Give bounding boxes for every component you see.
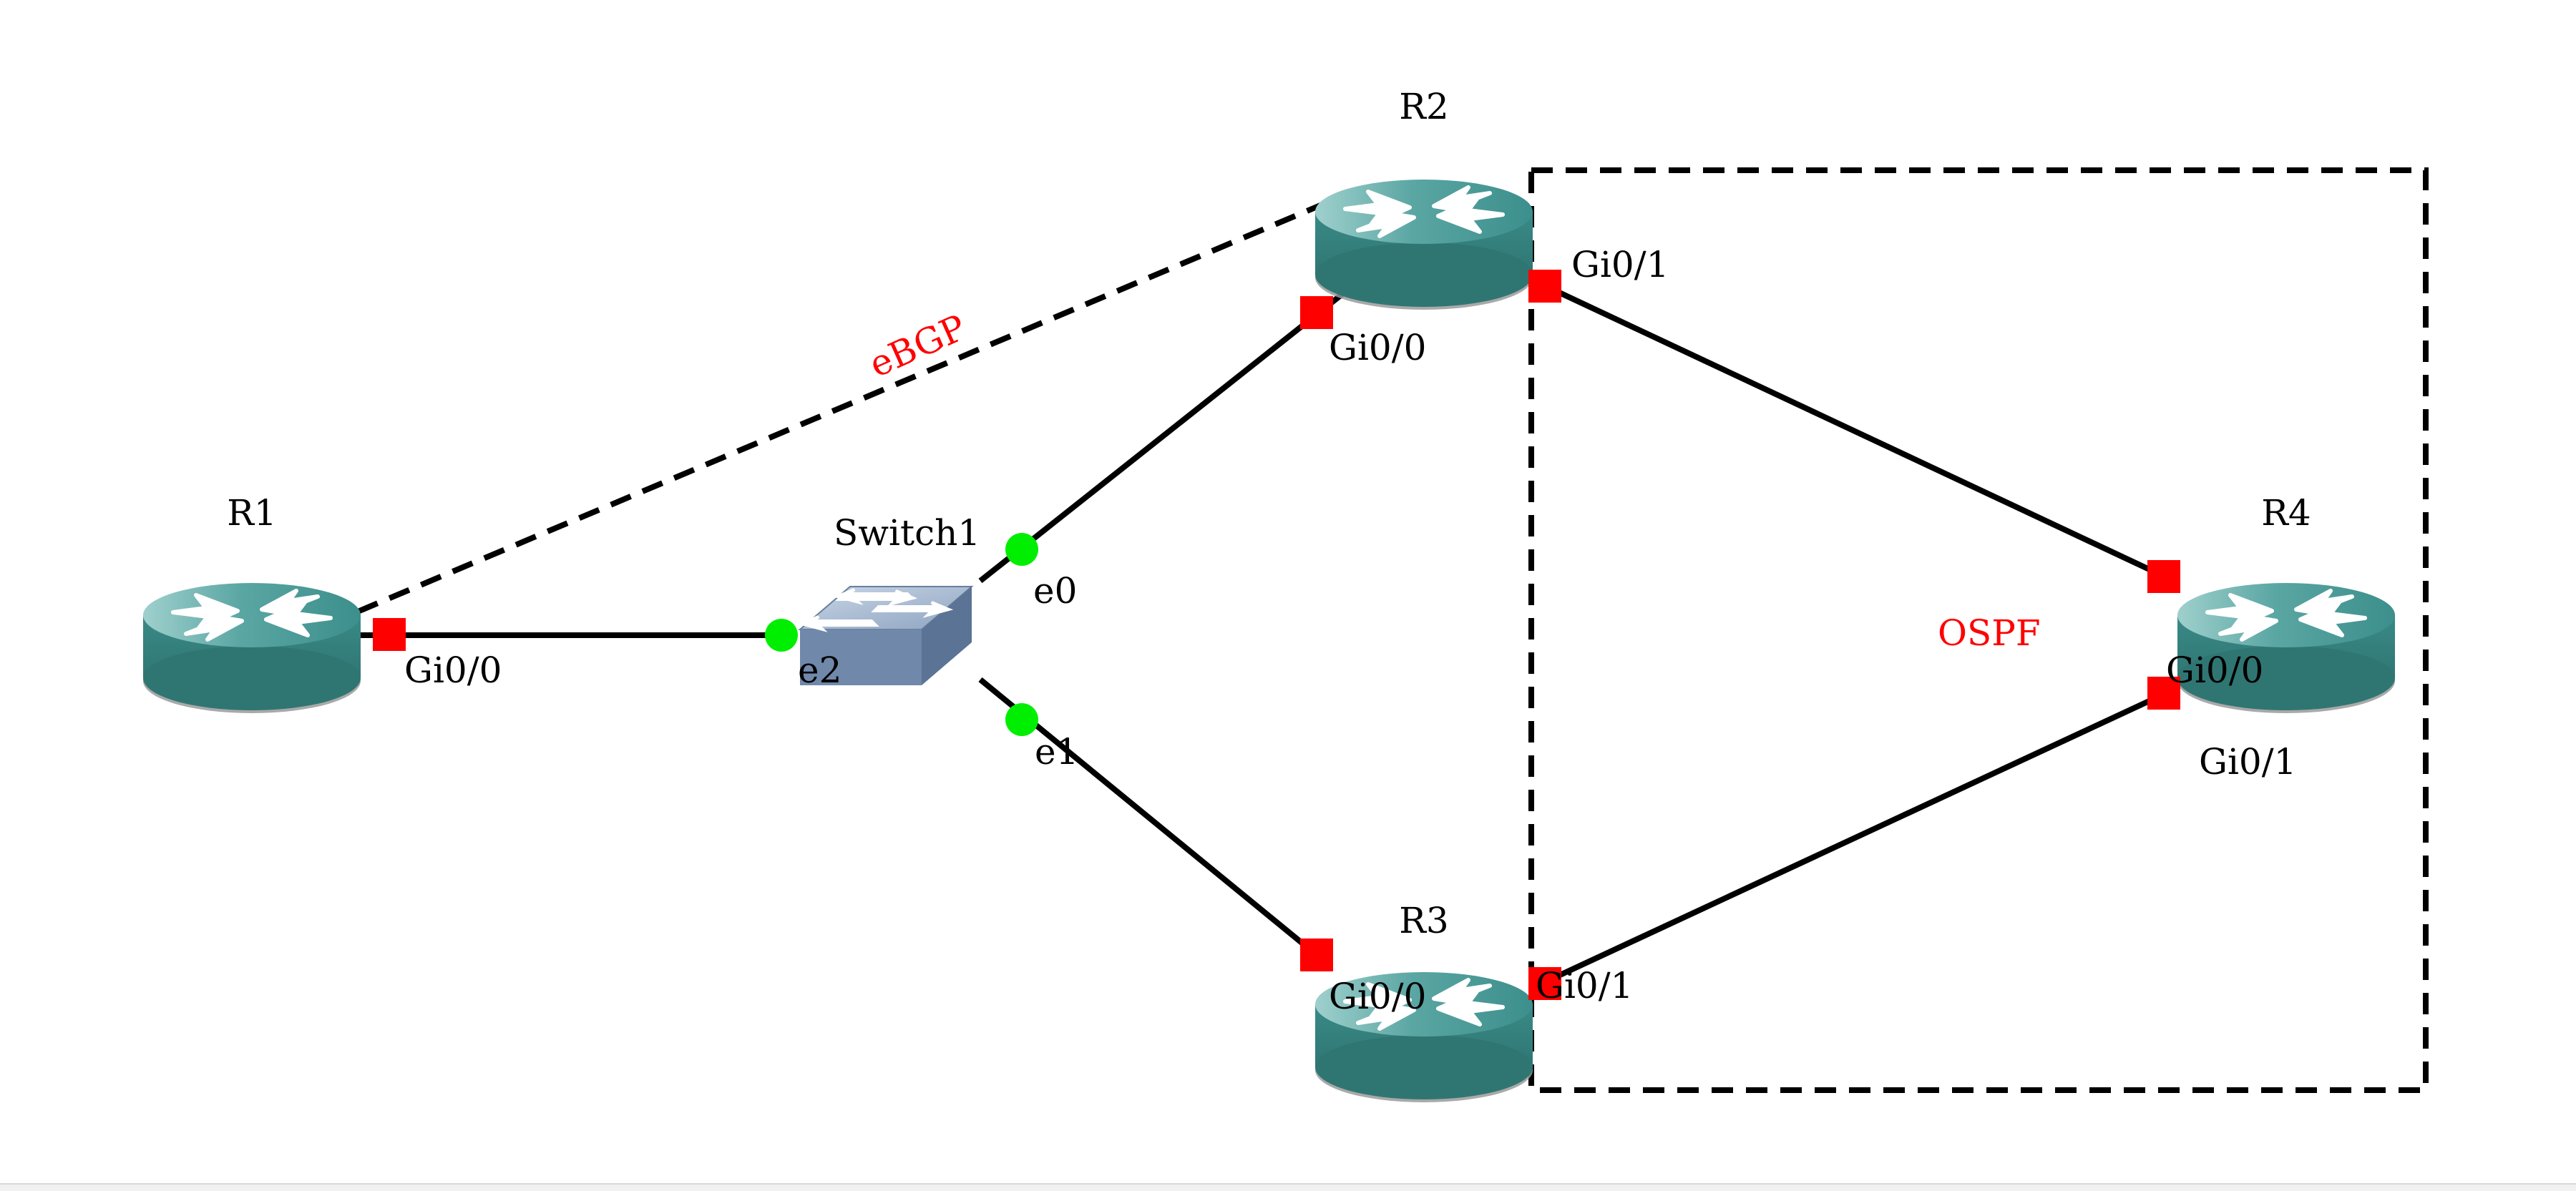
router-r4[interactable]: [2177, 583, 2395, 713]
port-r2-gi01[interactable]: [1528, 270, 1561, 303]
port-r4-gi00[interactable]: [2147, 560, 2180, 593]
intf-label-switch1-e2: e2: [798, 650, 841, 691]
intf-label-r2-gi01: Gi0/1: [1571, 244, 1669, 285]
ebgp-session-link: [356, 201, 1325, 614]
device-label-r4: R4: [2261, 492, 2311, 534]
intf-label-r3-gi01: Gi0/1: [1536, 965, 1633, 1006]
port-r2-gi00[interactable]: [1300, 296, 1333, 329]
ospf-area-boundary: [1528, 167, 2429, 1093]
router-r2[interactable]: [1315, 180, 1533, 310]
device-label-r1: R1: [227, 492, 276, 534]
router-icon: [2177, 583, 2395, 713]
router-r1[interactable]: [143, 583, 361, 713]
device-label-r3: R3: [1399, 900, 1448, 941]
port-switch1-e2[interactable]: [765, 619, 798, 652]
intf-label-switch1-e0: e0: [1033, 570, 1077, 612]
link-r3-r4: [1536, 691, 2166, 989]
port-r3-gi00[interactable]: [1300, 938, 1333, 971]
links: [358, 283, 2166, 989]
router-icon: [143, 583, 361, 713]
port-r1-gi00[interactable]: [373, 618, 406, 651]
intf-label-r3-gi00: Gi0/0: [1329, 976, 1426, 1017]
intf-label-r1-gi00: Gi0/0: [404, 650, 502, 691]
router-ports: [373, 270, 2180, 1000]
port-r3-gi01[interactable]: [1528, 967, 1561, 1000]
port-switch1-e1[interactable]: [1005, 703, 1038, 736]
intf-label-r2-gi00: Gi0/0: [1329, 327, 1426, 368]
port-switch1-e0[interactable]: [1005, 533, 1038, 566]
port-r4-gi01[interactable]: [2147, 677, 2180, 710]
ebgp-annotation: eBGP: [863, 307, 972, 386]
device-label-switch1: Switch1: [834, 512, 980, 554]
bottom-scrollbar-track[interactable]: [0, 1183, 2576, 1191]
link-r2-r4: [1544, 283, 2166, 579]
switch-ports: [765, 533, 1038, 736]
intf-label-r4-gi00: Gi0/0: [2166, 650, 2263, 691]
link-switch1-r2: [978, 283, 1355, 584]
device-label-r2: R2: [1399, 86, 1448, 127]
ospf-annotation: OSPF: [1938, 612, 2041, 654]
intf-label-r4-gi01: Gi0/1: [2199, 741, 2296, 783]
router-icon: [1315, 180, 1533, 310]
intf-label-switch1-e1: e1: [1035, 731, 1078, 773]
